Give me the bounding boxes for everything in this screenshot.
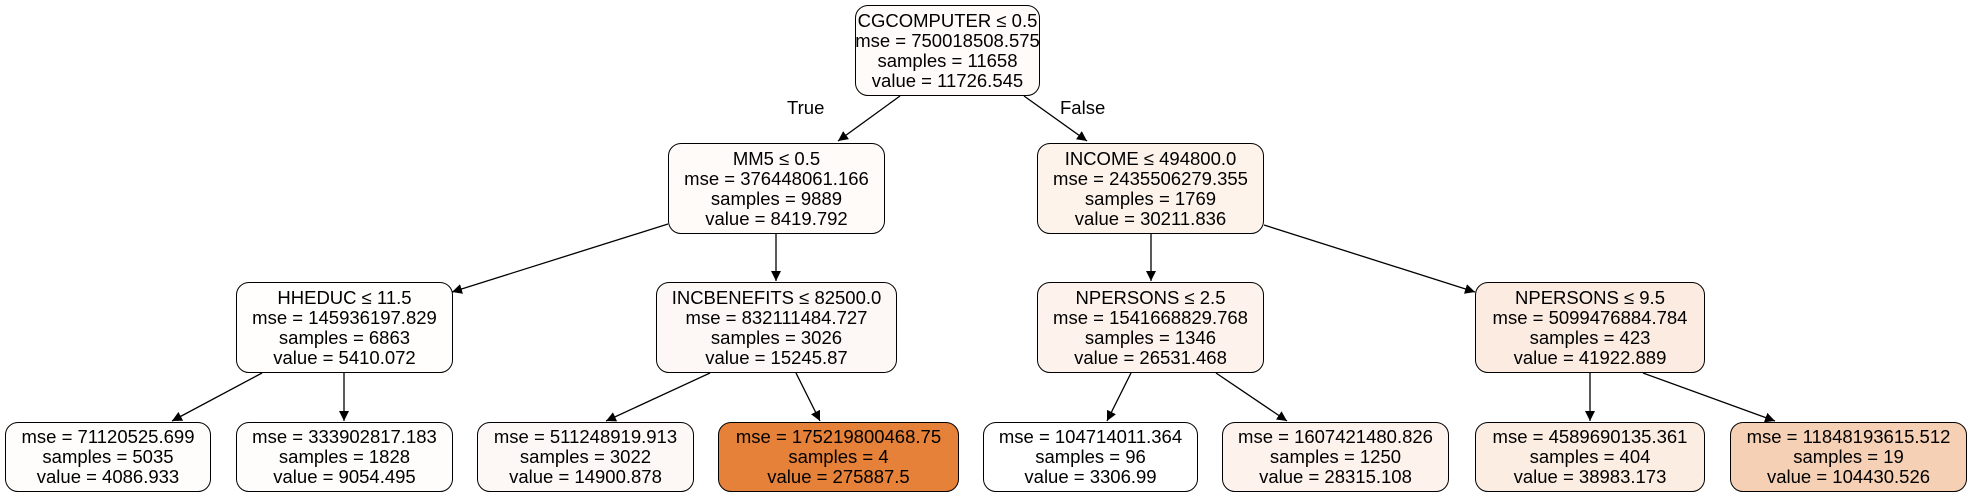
- node-value: value = 8419.792: [705, 207, 848, 229]
- node-mse: mse = 750018508.575: [855, 29, 1040, 51]
- tree-node-npersons-9-5: NPERSONS ≤ 9.5 mse = 5099476884.784 samp…: [1475, 282, 1705, 373]
- node-split-label: HHEDUC ≤ 11.5: [277, 286, 412, 308]
- node-samples: samples = 423: [1529, 326, 1651, 348]
- node-value: value = 26531.468: [1074, 346, 1227, 368]
- node-mse: mse = 104714011.364: [998, 426, 1183, 447]
- node-mse: mse = 1607421480.826: [1238, 426, 1433, 447]
- node-split-label: INCBENEFITS ≤ 82500.0: [671, 286, 882, 308]
- node-split-label: INCOME ≤ 494800.0: [1064, 147, 1237, 169]
- edge-n0-n2: [1023, 95, 1088, 142]
- node-value: value = 38983.173: [1513, 466, 1667, 487]
- tree-leaf: mse = 11848193615.512 samples = 19 value…: [1730, 422, 1967, 492]
- tree-leaf: mse = 71120525.699 samples = 5035 value …: [5, 422, 211, 492]
- node-mse: mse = 1541668829.768: [1053, 306, 1248, 328]
- tree-leaf: mse = 511248919.913 samples = 3022 value…: [477, 422, 694, 492]
- tree-node-incbenefits: INCBENEFITS ≤ 82500.0 mse = 832111484.72…: [656, 282, 897, 373]
- node-samples: samples = 3022: [519, 446, 652, 467]
- node-value: value = 3306.99: [1024, 466, 1157, 487]
- tree-leaf: mse = 4589690135.361 samples = 404 value…: [1475, 422, 1705, 492]
- node-value: value = 5410.072: [273, 346, 416, 368]
- edge-n0-n1: [837, 95, 901, 142]
- tree-node-income: INCOME ≤ 494800.0 mse = 2435506279.355 s…: [1037, 143, 1264, 234]
- tree-leaf: mse = 1607421480.826 samples = 1250 valu…: [1222, 422, 1449, 492]
- node-samples: samples = 1769: [1084, 187, 1217, 209]
- edge-n5-n11: [1106, 372, 1132, 422]
- edge-n4-n9: [605, 372, 711, 422]
- node-split-label: NPERSONS ≤ 9.5: [1515, 286, 1665, 308]
- node-mse: mse = 832111484.727: [685, 306, 868, 328]
- edge-label-false: False: [1060, 97, 1106, 118]
- node-mse: mse = 376448061.166: [684, 167, 869, 189]
- node-samples: samples = 5035: [42, 446, 174, 467]
- edge-n1-n3: [451, 223, 669, 294]
- edge-n3-n7: [171, 372, 263, 422]
- node-value: value = 11726.545: [871, 69, 1024, 91]
- node-samples: samples = 6863: [278, 326, 411, 348]
- node-samples: samples = 11658: [877, 49, 1018, 71]
- node-value: value = 275887.5: [767, 466, 910, 487]
- edge-n6-n14: [1642, 372, 1776, 423]
- node-mse: mse = 511248919.913: [493, 426, 678, 447]
- node-samples: samples = 9889: [710, 187, 843, 209]
- tree-node-hheduc: HHEDUC ≤ 11.5 mse = 145936197.829 sample…: [236, 282, 453, 373]
- node-samples: samples = 4: [788, 446, 889, 467]
- node-samples: samples = 404: [1529, 446, 1651, 467]
- node-mse: mse = 2435506279.355: [1053, 167, 1248, 189]
- node-value: value = 104430.526: [1766, 466, 1931, 487]
- node-split-label: CGCOMPUTER ≤ 0.5: [857, 9, 1038, 31]
- node-value: value = 28315.108: [1259, 466, 1412, 487]
- node-samples: samples = 19: [1793, 446, 1904, 467]
- node-mse: mse = 11848193615.512: [1746, 426, 1951, 447]
- edge-n4-n10: [795, 372, 821, 422]
- tree-leaf: mse = 333902817.183 samples = 1828 value…: [236, 422, 453, 492]
- node-samples: samples = 3026: [710, 326, 843, 348]
- node-mse: mse = 71120525.699: [21, 426, 195, 447]
- node-mse: mse = 5099476884.784: [1492, 306, 1688, 328]
- node-value: value = 15245.87: [705, 346, 848, 368]
- node-split-label: MM5 ≤ 0.5: [732, 147, 821, 169]
- edge-n2-n6: [1263, 224, 1476, 294]
- tree-node-mm5: MM5 ≤ 0.5 mse = 376448061.166 samples = …: [668, 143, 885, 234]
- node-value: value = 14900.878: [509, 466, 662, 487]
- tree-leaf: mse = 175219800468.75 samples = 4 value …: [718, 422, 959, 492]
- node-value: value = 30211.836: [1074, 207, 1227, 229]
- node-mse: mse = 333902817.183: [252, 426, 437, 447]
- edge-label-true: True: [787, 97, 825, 118]
- edge-n5-n12: [1215, 372, 1288, 422]
- node-mse: mse = 175219800468.75: [735, 426, 942, 447]
- node-samples: samples = 1828: [278, 446, 411, 467]
- node-value: value = 4086.933: [36, 466, 180, 487]
- tree-node-root: CGCOMPUTER ≤ 0.5 mse = 750018508.575 sam…: [855, 5, 1040, 96]
- tree-leaf: mse = 104714011.364 samples = 96 value =…: [983, 422, 1198, 492]
- tree-node-npersons-2-5: NPERSONS ≤ 2.5 mse = 1541668829.768 samp…: [1037, 282, 1264, 373]
- node-value: value = 41922.889: [1513, 346, 1667, 368]
- node-samples: samples = 1250: [1269, 446, 1402, 467]
- node-split-label: NPERSONS ≤ 2.5: [1075, 286, 1226, 308]
- node-mse: mse = 4589690135.361: [1492, 426, 1688, 447]
- node-mse: mse = 145936197.829: [252, 306, 437, 328]
- node-samples: samples = 96: [1035, 446, 1146, 467]
- node-value: value = 9054.495: [273, 466, 416, 487]
- node-samples: samples = 1346: [1084, 326, 1217, 348]
